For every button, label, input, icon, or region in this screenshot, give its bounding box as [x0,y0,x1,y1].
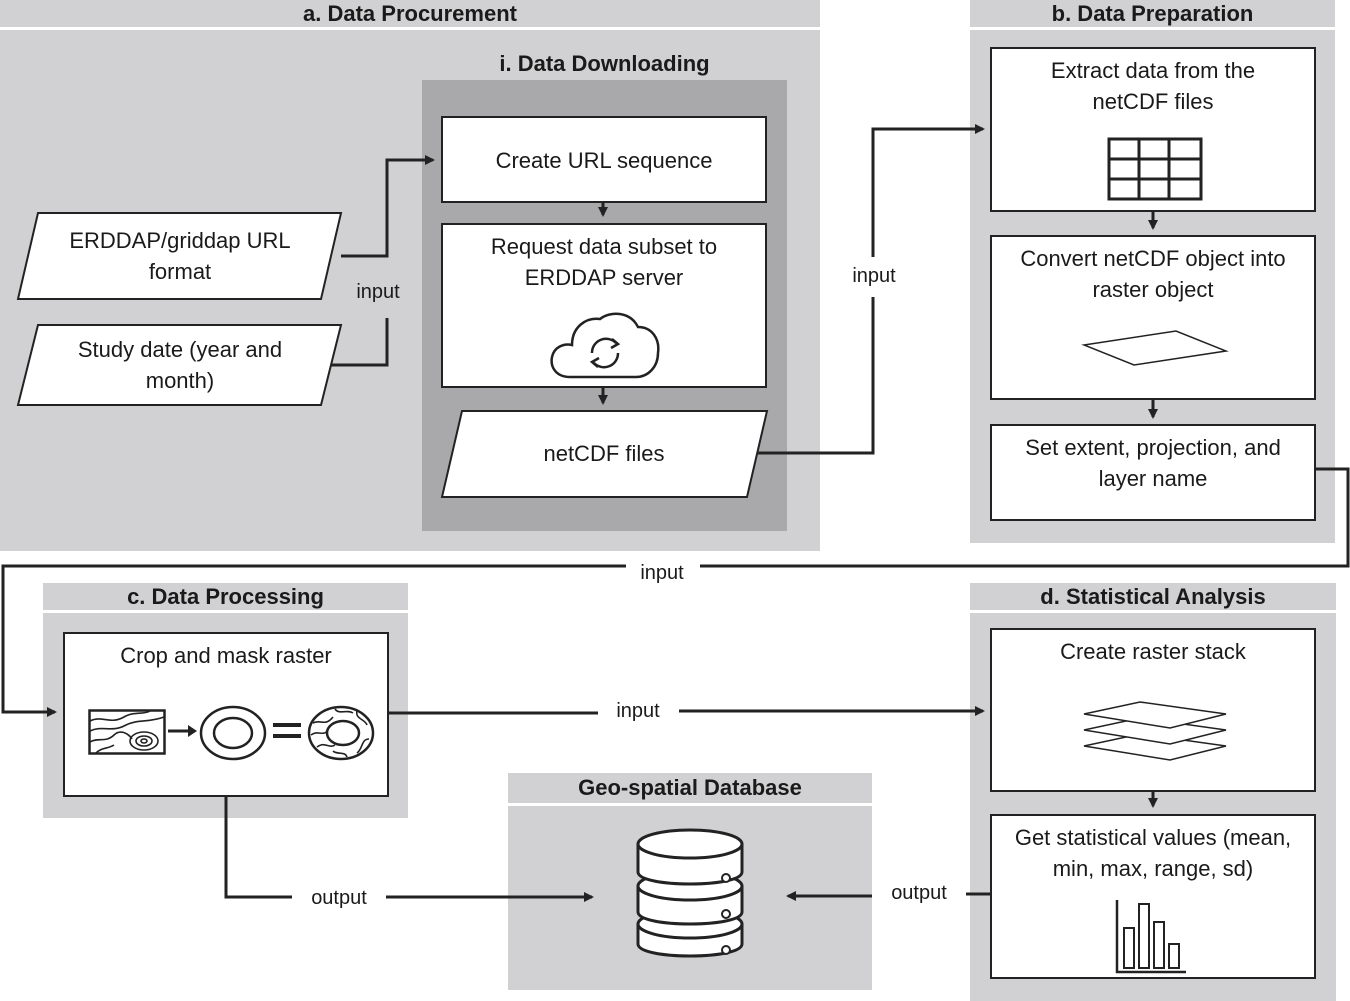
statistical-analysis-title: d. Statistical Analysis [970,583,1336,613]
raster-stack-label: Create raster stack [1060,639,1246,664]
cloud-sync-icon [550,312,660,379]
arrow-right-icon [168,725,197,737]
create-url-step: Create URL sequence [441,116,767,203]
input-label-netcdf: input [845,262,903,290]
output-label-processing: output [296,885,382,911]
stat-values-label: Get statistical values (mean, min, max, … [1014,825,1292,881]
output-label-statistics: output [878,880,960,906]
data-processing-title: c. Data Processing [43,583,408,613]
raster-stack-icon [1083,701,1227,761]
url-format-shape [16,212,343,300]
crop-mask-step: Crop and mask raster [63,632,389,797]
convert-raster-label: Convert netCDF object into raster object [1020,246,1286,302]
input-label-procurement: input [349,279,407,305]
create-url-label: Create URL sequence [495,148,713,173]
request-data-step: Request data subset to ERDDAP server [441,223,767,388]
netcdf-files-step: netCDF files [543,441,665,466]
equals-icon [273,723,301,738]
geospatial-database-title: Geo-spatial Database [508,773,872,806]
url-format-input: ERDDAP/griddap URL format [69,228,291,284]
ring-mask-icon [199,705,267,761]
database-icon [636,828,744,958]
input-label-processing: input [628,559,696,587]
data-downloading-title: i. Data Downloading [422,50,787,80]
study-date-input: Study date (year and month) [77,337,283,393]
study-date-shape [16,324,343,406]
bar-chart-icon [1115,900,1186,974]
extract-data-label: Extract data from the netCDF files [1050,58,1256,114]
request-data-label: Request data subset to ERDDAP server [490,234,718,290]
masked-contour-icon [307,705,375,761]
data-procurement-title: a. Data Procurement [0,0,820,30]
crop-mask-label: Crop and mask raster [120,643,332,668]
table-grid-icon [1107,137,1203,201]
set-extent-label: Set extent, projection, and layer name [1025,435,1281,491]
set-extent-step: Set extent, projection, and layer name [990,424,1316,521]
netcdf-files-shape [440,410,769,498]
data-preparation-title: b. Data Preparation [970,0,1335,30]
raster-plane-icon [1081,330,1229,366]
convert-raster-step: Convert netCDF object into raster object [990,235,1316,400]
contour-map-icon [88,709,166,755]
raster-stack-step: Create raster stack [990,628,1316,792]
input-label-stack: input [604,698,672,724]
stat-values-step: Get statistical values (mean, min, max, … [990,814,1316,979]
extract-data-step: Extract data from the netCDF files [990,47,1316,212]
